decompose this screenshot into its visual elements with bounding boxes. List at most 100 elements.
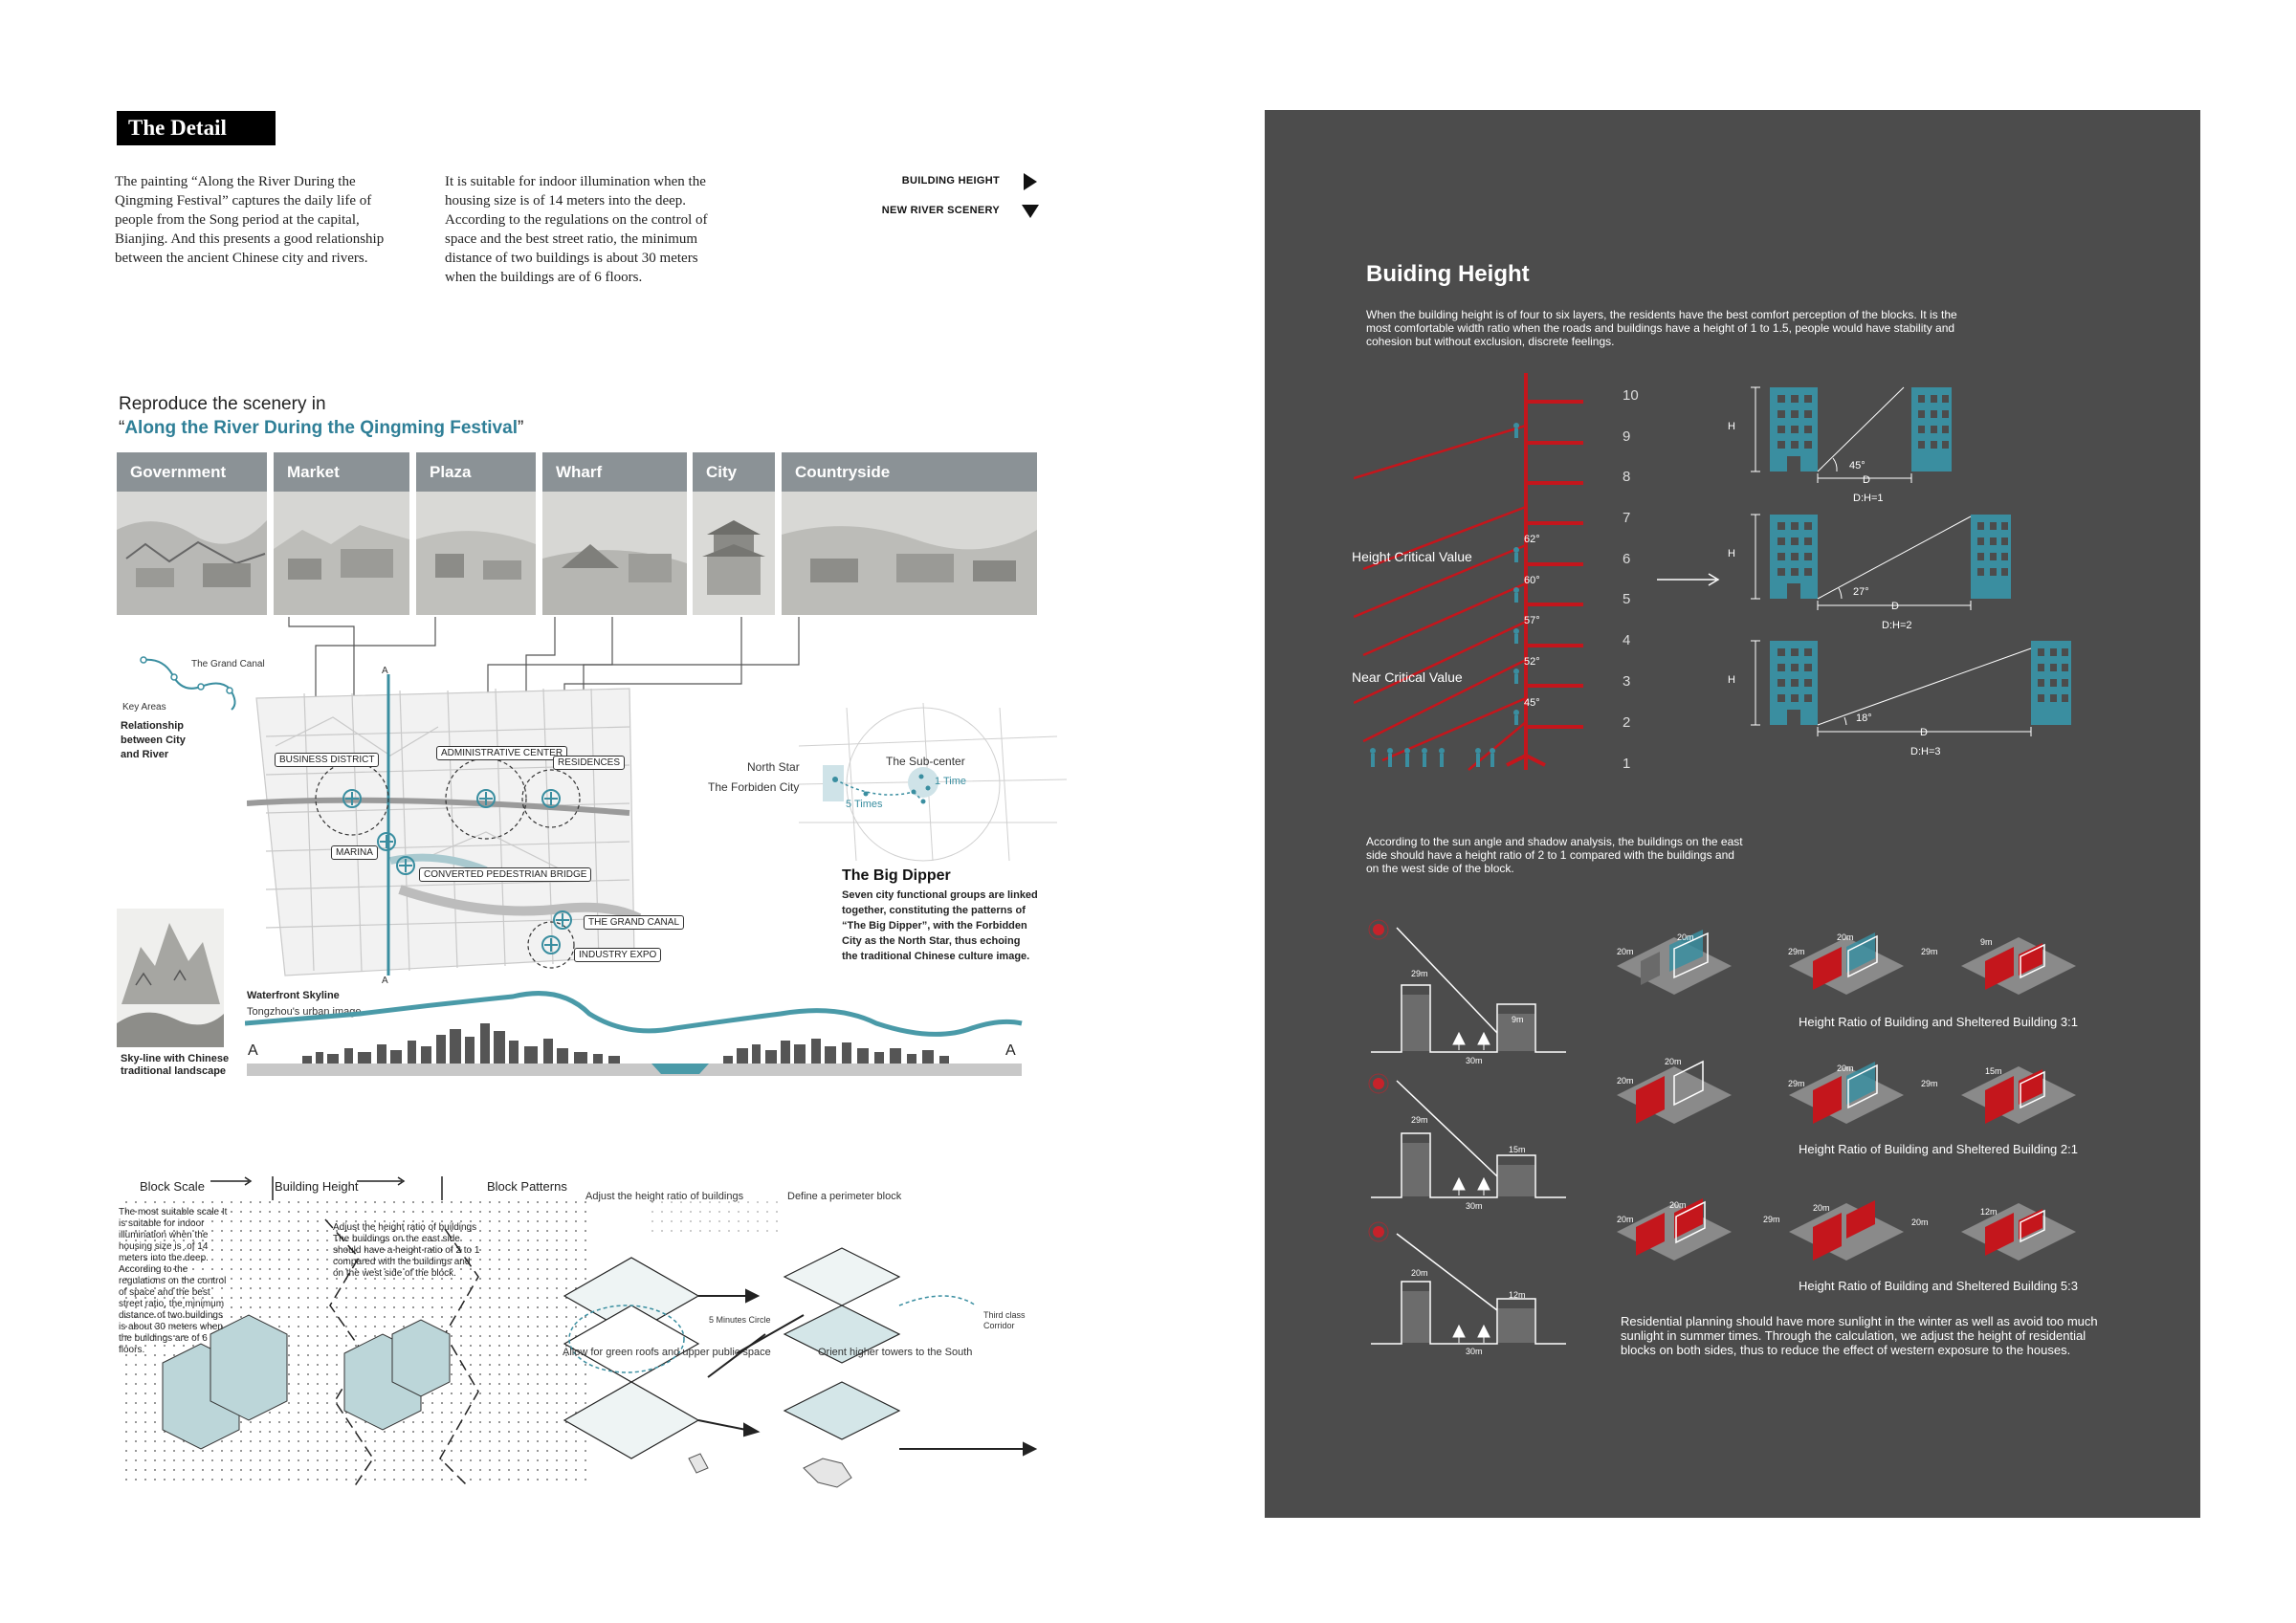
shadow-section-diagrams bbox=[1368, 919, 1566, 1345]
dh2-h: H bbox=[1728, 548, 1735, 559]
process-block-patterns: Block Patterns bbox=[487, 1179, 567, 1194]
legend-building-height[interactable]: BUILDING HEIGHT bbox=[901, 175, 1000, 186]
axis-a-top: A bbox=[382, 666, 388, 676]
dh1-angle: 45° bbox=[1849, 460, 1866, 472]
section3-tall: 20m bbox=[1411, 1268, 1428, 1278]
dh3-h: H bbox=[1728, 674, 1735, 686]
reproduce-heading: Reproduce the scenery in bbox=[119, 394, 326, 414]
dh3-angle: 18° bbox=[1856, 713, 1872, 724]
triangle-right-icon[interactable] bbox=[1022, 172, 1039, 191]
section2-tall: 29m bbox=[1411, 1115, 1428, 1125]
isometric-block-studies bbox=[1617, 930, 2076, 1261]
scene-card-market[interactable]: Market bbox=[274, 452, 409, 615]
skyline-caption: Sky-line with Chinese traditional landsc… bbox=[121, 1053, 230, 1077]
waterfront-skyline bbox=[245, 991, 1023, 1076]
ratio-caption-5-3: Height Ratio of Building and Sheltered B… bbox=[1799, 1279, 2078, 1293]
skyline-axis-a-right: A bbox=[1005, 1042, 1016, 1059]
iso1-c2: 9m bbox=[1980, 937, 1993, 947]
section3-short: 12m bbox=[1509, 1290, 1526, 1300]
key-areas-label: Key Areas bbox=[122, 702, 166, 713]
iso1-c1: 29m bbox=[1921, 947, 1938, 956]
scene-card-city[interactable]: City bbox=[693, 452, 775, 615]
painting-image bbox=[782, 492, 1037, 615]
map-label-pedestrian-bridge[interactable]: CONVERTED PEDESTRIAN BRIDGE bbox=[419, 867, 592, 882]
five-times-label: 5 Times bbox=[846, 799, 883, 810]
floor-7: 7 bbox=[1623, 510, 1631, 526]
iso2-a2: 20m bbox=[1665, 1057, 1682, 1066]
sub-center-label: The Sub-center bbox=[886, 755, 965, 768]
painting-image bbox=[542, 492, 687, 615]
iso3-a2: 20m bbox=[1669, 1200, 1687, 1210]
building-height-panel bbox=[1265, 110, 2200, 1518]
iso2-a1: 20m bbox=[1617, 1076, 1634, 1086]
skyline-axis-a-left: A bbox=[248, 1042, 258, 1059]
iso1-b2: 20m bbox=[1837, 932, 1854, 942]
iso2-b1: 29m bbox=[1788, 1079, 1805, 1088]
minutes-circle-label: 5 Minutes Circle bbox=[709, 1315, 771, 1325]
page-title: The Detail bbox=[117, 111, 276, 145]
forbidden-city-label: The Forbiden City bbox=[708, 780, 800, 794]
angle-52: 52° bbox=[1524, 656, 1540, 668]
panel-title: Buiding Height bbox=[1366, 261, 1530, 287]
map-label-residences[interactable]: RESIDENCES bbox=[553, 756, 626, 770]
floor-3: 3 bbox=[1623, 673, 1631, 690]
angle-57: 57° bbox=[1524, 615, 1540, 626]
chinese-landscape-painting bbox=[117, 909, 224, 1047]
orient-towers-label: Orient higher towers to the South bbox=[818, 1347, 973, 1358]
floor-10: 10 bbox=[1623, 387, 1639, 404]
dh3-ratio: D:H=3 bbox=[1910, 746, 1941, 757]
north-star-label: North Star bbox=[747, 760, 800, 774]
scene-label: Government bbox=[117, 452, 267, 492]
map-label-administrative-center[interactable]: ADMINISTRATIVE CENTER bbox=[436, 746, 568, 760]
section1-tall: 29m bbox=[1411, 969, 1428, 978]
section2-base: 30m bbox=[1466, 1201, 1483, 1211]
green-roofs-label: Allow for green roofs and upper public s… bbox=[563, 1347, 771, 1358]
map-label-marina[interactable]: MARINA bbox=[331, 845, 378, 860]
map-label-industry-expo[interactable]: INDUSTRY EXPO bbox=[574, 948, 662, 962]
dh2-angle: 27° bbox=[1853, 586, 1869, 598]
angle-45: 45° bbox=[1524, 697, 1540, 709]
map-label-business-district[interactable]: BUSINESS DISTRICT bbox=[275, 753, 380, 767]
scene-label: Wharf bbox=[542, 452, 687, 492]
floor-angle-diagram bbox=[1354, 373, 1583, 771]
dh-ratio-diagrams bbox=[1751, 386, 2071, 736]
floor-9: 9 bbox=[1623, 428, 1631, 445]
scene-card-wharf[interactable]: Wharf bbox=[542, 452, 687, 615]
map-label-grand-canal[interactable]: THE GRAND CANAL bbox=[584, 915, 685, 930]
floor-5: 5 bbox=[1623, 591, 1631, 607]
one-time-label: 1 Time bbox=[935, 776, 967, 787]
iso1-a1: 20m bbox=[1617, 947, 1634, 956]
dh3-d: D bbox=[1920, 727, 1928, 738]
floor-2: 2 bbox=[1623, 714, 1631, 731]
painting-image bbox=[416, 492, 536, 615]
floor-4: 4 bbox=[1623, 632, 1631, 648]
scene-label: Countryside bbox=[782, 452, 1037, 492]
legend-new-river-scenery[interactable]: NEW RIVER SCENERY bbox=[881, 205, 1000, 216]
process-building-height: Building Height bbox=[275, 1179, 359, 1194]
axis-a-bottom: A bbox=[382, 976, 388, 986]
reproduce-painting-title: “Along the River During the Qingming Fes… bbox=[119, 418, 524, 438]
dh1-d: D bbox=[1863, 474, 1870, 486]
city-map[interactable] bbox=[247, 669, 649, 980]
iso3-a1: 20m bbox=[1617, 1215, 1634, 1224]
section1-short: 9m bbox=[1512, 1015, 1524, 1024]
block-scale-text: The most suitable scale It is suitable f… bbox=[119, 1207, 228, 1355]
dh1-ratio: D:H=1 bbox=[1853, 493, 1884, 504]
iso2-c2: 15m bbox=[1985, 1066, 2002, 1076]
angle-60: 60° bbox=[1524, 575, 1540, 586]
process-block-scale: Block Scale bbox=[140, 1179, 205, 1194]
dh2-ratio: D:H=2 bbox=[1882, 620, 1912, 631]
scene-card-plaza[interactable]: Plaza bbox=[416, 452, 536, 615]
perimeter-label: Define a perimeter block bbox=[787, 1191, 902, 1202]
intro-paragraph-2: It is suitable for indoor illumination w… bbox=[445, 174, 708, 285]
height-critical-value: Height Critical Value bbox=[1352, 549, 1472, 564]
panel-intro: When the building height is of four to s… bbox=[1366, 308, 1957, 348]
painting-image bbox=[274, 492, 409, 615]
iso2-b2: 20m bbox=[1837, 1064, 1854, 1073]
scene-card-government[interactable]: Government bbox=[117, 452, 267, 615]
scene-card-countryside[interactable]: Countryside bbox=[782, 452, 1037, 615]
triangle-down-icon[interactable] bbox=[1021, 203, 1040, 220]
angle-62: 62° bbox=[1524, 534, 1540, 545]
floor-1: 1 bbox=[1623, 756, 1631, 772]
dh2-d: D bbox=[1891, 601, 1899, 612]
